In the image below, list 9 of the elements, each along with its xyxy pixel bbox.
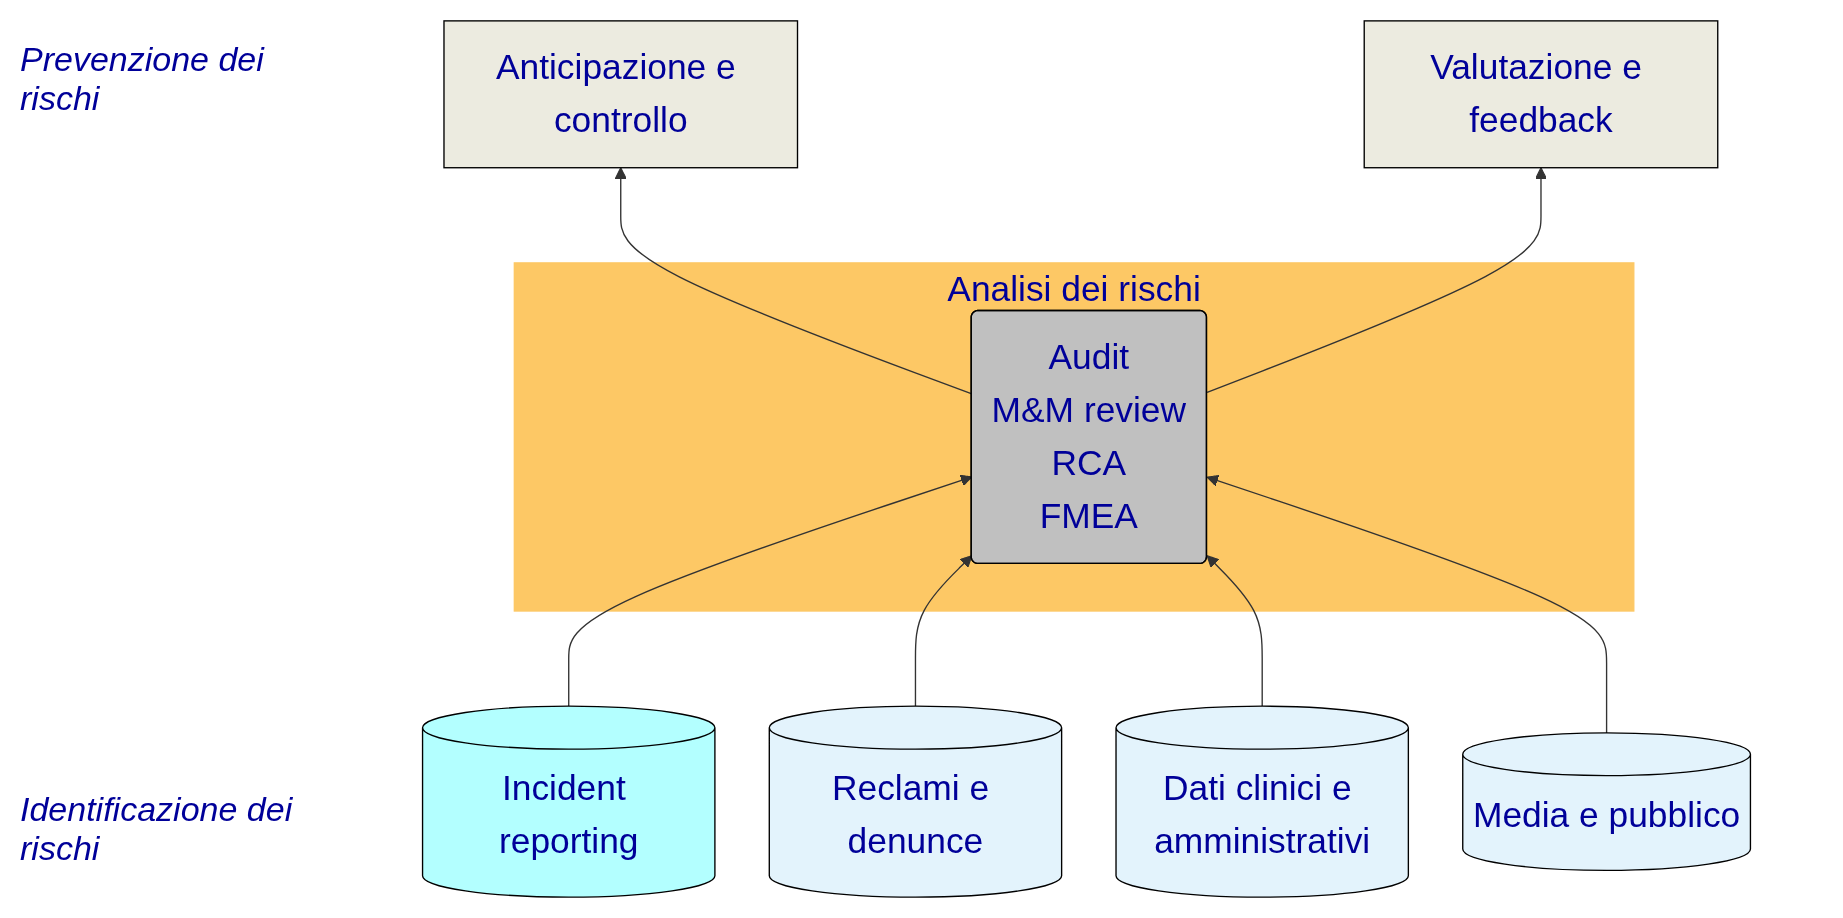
node-box: Valutazione e feedback bbox=[1363, 20, 1719, 169]
level-label: Prevenzione dei rischi bbox=[20, 40, 266, 118]
arrow bbox=[1206, 474, 1608, 734]
arrow bbox=[914, 555, 973, 707]
node-box: Anticipazione e controllo bbox=[443, 20, 799, 169]
arrow bbox=[1206, 167, 1547, 394]
arrow bbox=[1206, 555, 1263, 707]
arrow bbox=[568, 474, 973, 707]
level-label: Identificazione dei rischi bbox=[20, 790, 294, 868]
